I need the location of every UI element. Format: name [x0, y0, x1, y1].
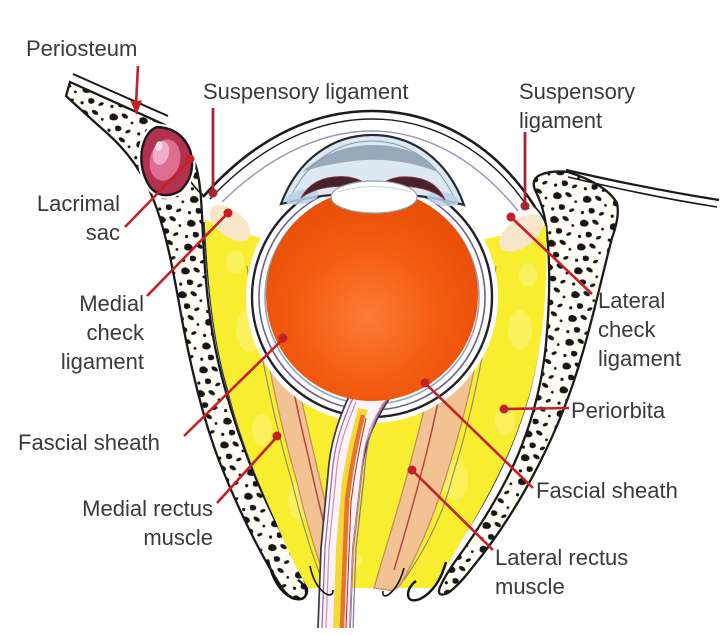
anterior-segment	[187, 109, 548, 228]
label-lateral-check-ligament: Lateral check ligament	[598, 288, 682, 371]
periosteum-line-right-inner	[567, 176, 718, 208]
lateral-canthal-pad	[499, 214, 543, 252]
marker-dot-fascial-medial	[278, 333, 288, 343]
eyeball-globe	[266, 189, 478, 401]
marker-dot-lacrimal	[185, 154, 195, 164]
label-medial-check-ligament: Medial check ligament	[60, 291, 144, 374]
periosteum-arrowhead-icon	[130, 100, 142, 115]
medial-canthal-pad	[209, 205, 251, 241]
label-fascial-sheath-lateral: Fascial sheath	[536, 478, 678, 503]
leader-lines-dark-red	[211, 108, 527, 203]
leader-dots-dark-red	[208, 188, 530, 211]
leader-lateral-check-ligament	[512, 218, 593, 295]
cornea-shine	[302, 145, 438, 172]
marker-dot-suspensory-medial	[208, 188, 218, 198]
label-medial-rectus-muscle: Medial rectus muscle	[82, 496, 213, 550]
marker-dot-medial-rectus	[272, 431, 282, 441]
leader-lines-red	[124, 65, 593, 551]
periosteum-line	[72, 73, 169, 117]
marker-dot-lateral-check	[506, 212, 516, 222]
optic-nerve	[317, 393, 392, 629]
orbital-apex-hooks	[266, 559, 448, 602]
leader-lateral-rectus	[413, 471, 494, 551]
leader-periorbita	[505, 406, 570, 411]
label-lateral-rectus-muscle: Lateral rectus muscle	[495, 545, 629, 599]
label-periosteum: Periosteum	[26, 36, 138, 61]
marker-dot-suspensory-lateral	[520, 201, 530, 211]
lacrimal-sac-shape	[141, 127, 192, 195]
leader-fascial-sheath-lateral	[426, 384, 534, 489]
periosteum-line-right-outer	[565, 168, 720, 202]
leader-fascial-sheath-medial	[183, 340, 282, 437]
label-fascial-sheath-medial: Fascial sheath	[18, 430, 160, 455]
marker-dot-periorbita	[499, 404, 509, 414]
leader-periosteum	[134, 65, 140, 105]
label-lacrimal-sac: Lacrimal sac	[36, 191, 120, 245]
orbital-bone-lateral	[437, 168, 720, 596]
leader-dots-red	[185, 154, 516, 475]
label-periorbita: Periorbita	[571, 398, 666, 423]
lens	[330, 180, 418, 214]
orbital-bone-medial	[64, 73, 309, 601]
eyelid-curve-inner	[209, 118, 530, 210]
lateral-canthus-tick	[534, 206, 548, 228]
label-suspensory-ligament-medial: Suspensory ligament	[203, 79, 409, 104]
marker-dot-fascial-lateral	[420, 378, 430, 388]
leader-lacrimal-sac	[124, 160, 190, 228]
leader-medial-rectus	[216, 438, 276, 504]
label-suspensory-ligament-lateral: Suspensory ligament	[519, 79, 636, 133]
marker-dot-lateral-rectus	[407, 465, 417, 475]
conjunctiva-line	[221, 130, 519, 212]
leader-medial-check-ligament	[146, 214, 227, 297]
marker-dot-medial-check	[223, 208, 233, 218]
eyelid-curve-outer	[202, 109, 537, 208]
